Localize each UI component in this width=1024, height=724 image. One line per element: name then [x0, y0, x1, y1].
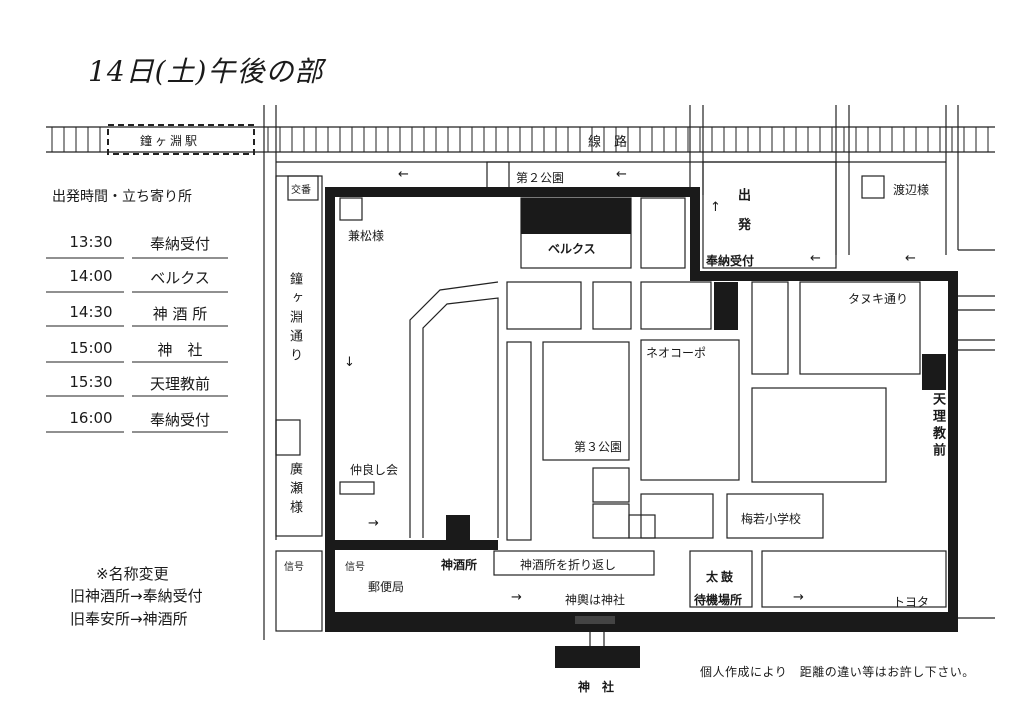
block-a [339, 197, 363, 221]
arrow-down-icon: ↓ [344, 355, 355, 370]
note-line-1: 旧神酒所→奉納受付 [70, 587, 203, 605]
label-nakayoshi: 仲良し会 [350, 463, 399, 477]
schedule-place: 天理教前 [149, 375, 210, 393]
schedule-time: 14:00 [69, 267, 113, 285]
block-m [592, 503, 630, 539]
tenrikyo-marker [922, 354, 946, 390]
schedule-place: ベルクス [150, 269, 210, 287]
label-kanematsu: 兼松様 [348, 229, 385, 243]
block-h [751, 281, 789, 375]
arrow-left-icon: ← [398, 167, 409, 182]
schedule-place: 神 酒 所 [152, 305, 208, 323]
arrow-left-icon: ← [616, 167, 627, 182]
curve-road-outer [409, 281, 499, 538]
block-f [506, 341, 532, 541]
arrow-up-icon: ↑ [710, 200, 721, 215]
block-j [751, 387, 887, 483]
schedule-place: 神 社 [157, 341, 203, 359]
schedule-time: 13:30 [69, 233, 113, 251]
schedule-time: 15:00 [69, 339, 113, 357]
schedule-place: 奉納受付 [149, 235, 210, 253]
curve-road-inner [422, 297, 499, 538]
note-head: ※名称変更 [96, 565, 169, 583]
note-line-2: 旧奉安所→神酒所 [70, 610, 188, 628]
label-watanabe: 渡辺様 [893, 183, 930, 197]
block-k [640, 493, 714, 539]
label-park3: 第３公園 [574, 440, 623, 454]
label-tenrikyo: 天理教前 [930, 392, 945, 460]
umewaka-block [726, 493, 824, 539]
label-taiko: 太鼓 [706, 570, 737, 584]
departure-block [702, 161, 837, 269]
label-toyota: トヨタ [893, 595, 930, 609]
taiko-box [689, 550, 753, 608]
block-e [640, 281, 712, 330]
park2-box [486, 161, 510, 189]
block-b [640, 197, 686, 269]
label-jinja: 神 社 [578, 680, 615, 694]
block-d [592, 281, 632, 330]
schedule-time: 15:30 [69, 373, 113, 391]
label-umewaka: 梅若小学校 [741, 512, 802, 526]
parade-route [325, 187, 958, 625]
shrine-gate [575, 616, 615, 624]
railway-ties [51, 127, 989, 152]
shinshusho-marker [446, 515, 470, 543]
page-title: 14日(土)午後の部 [88, 55, 324, 88]
label-kouban: 交番 [291, 185, 311, 196]
schedule-header: 出発時間・立ち寄り所 [52, 189, 192, 205]
jinja-marker [555, 646, 640, 668]
label-hirose: 廣瀬様 [287, 462, 302, 519]
block-g [542, 341, 630, 461]
hounou-marker [714, 282, 738, 330]
label-tanuki: タヌキ通り [848, 292, 909, 306]
label-yubinkyoku: 郵便局 [368, 580, 405, 594]
station-box [107, 124, 255, 155]
arrow-left-icon: ← [905, 251, 916, 266]
label-park2: 第２公園 [516, 171, 565, 185]
schedule-time: 14:30 [69, 303, 113, 321]
label-signal-1: 信号 [284, 562, 304, 573]
label-shinshusho: 神酒所 [441, 558, 478, 572]
arrow-right-icon: → [511, 590, 522, 605]
block-c [506, 281, 582, 330]
block-n [628, 514, 656, 539]
left-small-block [275, 419, 301, 456]
toyota-block [761, 550, 947, 608]
arrow-right-icon: → [368, 516, 379, 531]
label-taiko-2: 待機場所 [694, 593, 743, 607]
south-road-band [325, 612, 958, 632]
signal-block [275, 550, 323, 632]
orikaeshi-box [493, 550, 655, 576]
label-station: 鐘ヶ淵駅 [140, 134, 201, 148]
footer-note: 個人作成により 距離の違い等はお許し下さい。 [700, 665, 975, 679]
neo-block [640, 339, 740, 481]
berukusu-marker [521, 198, 631, 234]
label-hounou: 奉納受付 [706, 254, 755, 268]
label-orikaeshi: 神酒所を折り返し [520, 558, 617, 572]
label-railway: 線 路 [588, 135, 628, 150]
watanabe-box [861, 175, 885, 199]
label-kanegafuchi-street: 鐘ヶ淵通り [287, 272, 302, 367]
arrow-left-icon: ← [810, 251, 821, 266]
block-l [592, 467, 630, 503]
nakayoshi-box [339, 481, 375, 495]
schedule-place: 奉納受付 [149, 411, 210, 429]
block-i [799, 281, 921, 375]
label-departure: 出 発 [735, 188, 750, 237]
label-mikoshi: 神輿は神社 [565, 593, 626, 607]
label-signal-2: 信号 [345, 562, 365, 573]
label-berukusu: ベルクス [548, 242, 596, 256]
schedule-rules [46, 257, 228, 433]
label-neo: ネオコーポ [646, 346, 707, 360]
route-path [325, 187, 958, 625]
map-markers [446, 198, 946, 668]
left-strip-block [275, 175, 323, 537]
schedule-time: 16:00 [69, 409, 113, 427]
arrow-right-icon: → [793, 590, 804, 605]
